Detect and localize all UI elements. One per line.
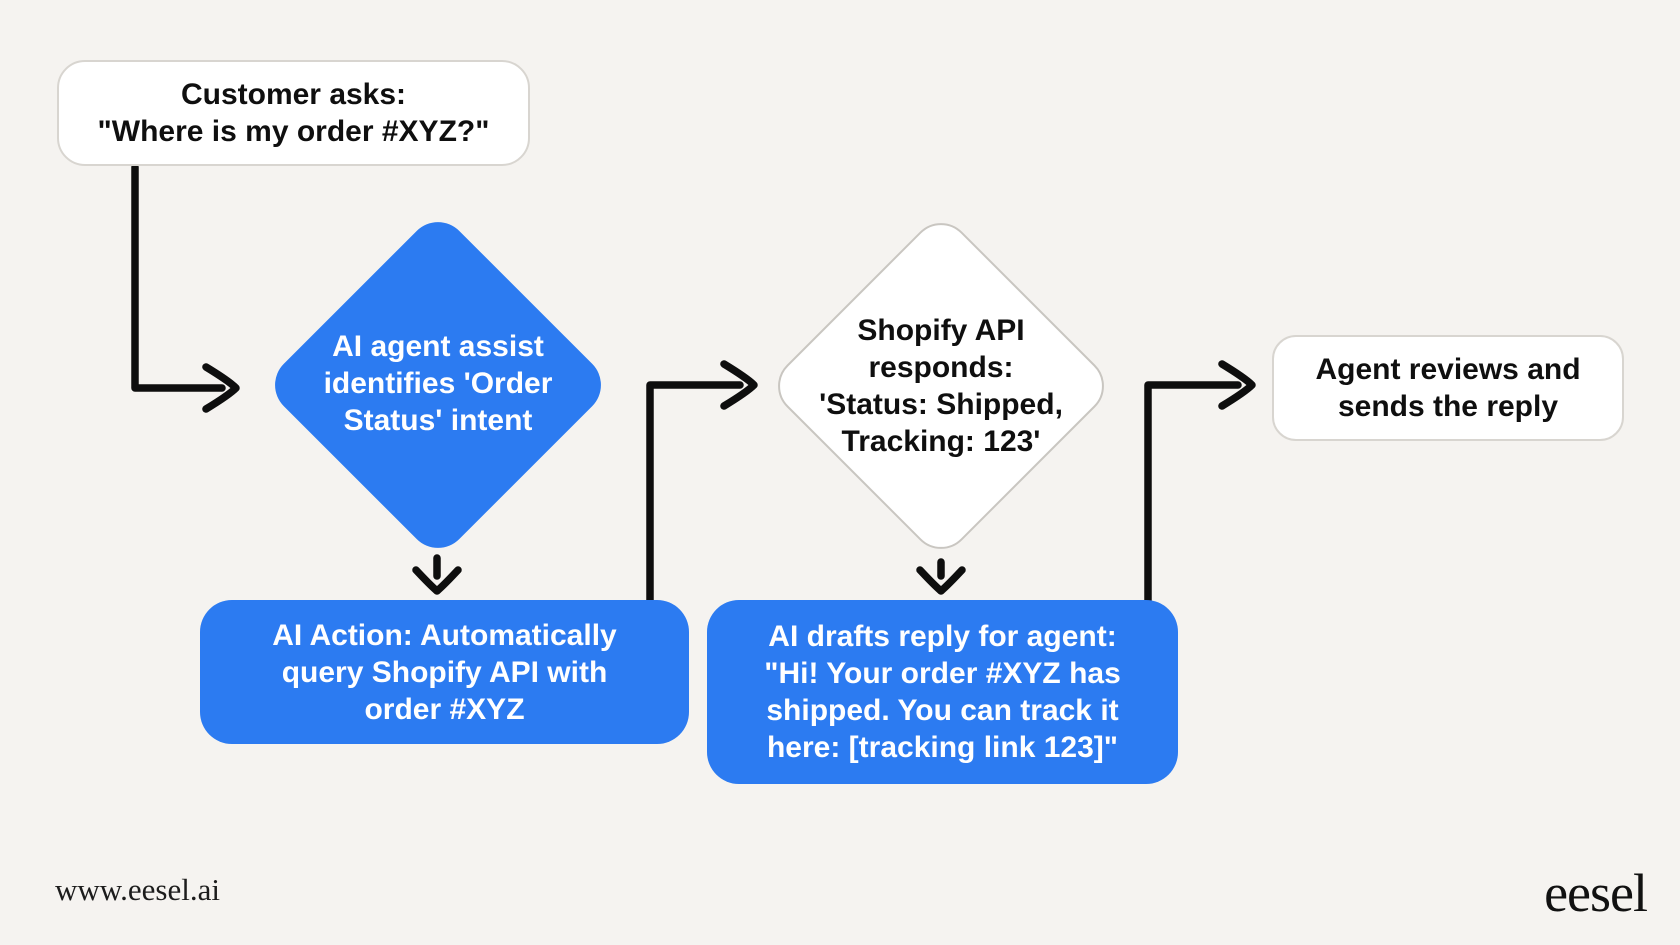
arrow-action-to-shopify	[646, 360, 758, 604]
ai-action-node: AI Action: Automatically query Shopify A…	[200, 600, 689, 744]
arrow-draft-to-review	[1144, 360, 1256, 604]
arrow-line	[131, 163, 226, 392]
node-text-line: order #XYZ	[364, 692, 525, 726]
node-text-line: "Hi! Your order #XYZ has	[764, 657, 1121, 690]
customer-question-node: Customer asks: "Where is my order #XYZ?"	[57, 60, 530, 166]
node-text-line: sends the reply	[1337, 390, 1559, 423]
node-text-line: responds:	[868, 351, 1014, 384]
arrowhead-down-icon	[412, 566, 462, 595]
arrowhead-down-icon	[916, 566, 966, 595]
node-text-line: Customer asks:	[180, 78, 407, 111]
eesel-logo: eesel	[1544, 863, 1648, 923]
arrow-shopify-to-draft	[916, 558, 966, 595]
node-text-line: Tracking: 123'	[841, 425, 1041, 458]
arrow-line	[646, 381, 744, 604]
node-text-line: shipped. You can track it	[766, 694, 1119, 727]
website-url: www.eesel.ai	[55, 872, 220, 907]
arrowhead-right-icon	[202, 363, 240, 413]
ai-draft-reply-node: AI drafts reply for agent: "Hi! Your ord…	[707, 600, 1178, 784]
node-text-line: Status' intent	[343, 404, 533, 437]
node-text-line: Shopify API	[857, 314, 1025, 347]
shopify-diamond-label: Shopify API responds: 'Status: Shipped, …	[761, 312, 1121, 460]
node-text-line: identifies 'Order	[323, 367, 553, 400]
arrow-intent-to-action	[412, 554, 462, 595]
node-text-line: Agent reviews and	[1315, 353, 1581, 386]
node-text-line: query Shopify API with	[281, 655, 608, 689]
arrow-customer-to-intent	[131, 163, 240, 413]
node-text-line: AI Action: Automatically	[272, 618, 617, 652]
node-text-line: AI drafts reply for agent:	[768, 620, 1117, 653]
node-text-line: here: [tracking link 123]"	[766, 731, 1118, 764]
arrowhead-right-icon	[720, 360, 758, 410]
intent-diamond-label: AI agent assist identifies 'Order Status…	[258, 328, 618, 439]
node-text-line: 'Status: Shipped,	[819, 388, 1063, 421]
arrowhead-right-icon	[1218, 360, 1256, 410]
agent-review-node: Agent reviews and sends the reply	[1272, 335, 1624, 441]
node-text-line: "Where is my order #XYZ?"	[97, 115, 490, 148]
node-text-line: AI agent assist	[332, 330, 544, 363]
arrow-line	[1144, 381, 1242, 604]
